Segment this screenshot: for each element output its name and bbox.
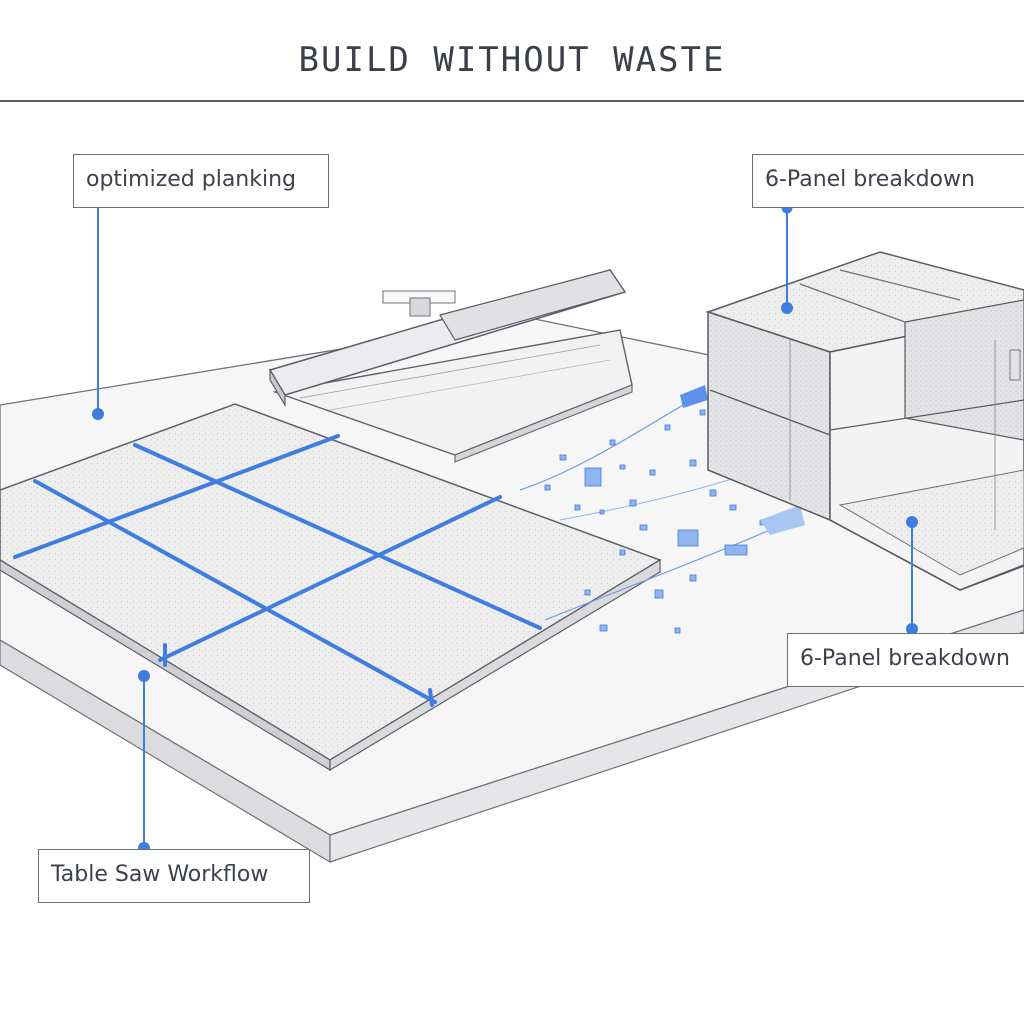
callout-table-saw-workflow: Table Saw Workflow — [38, 849, 310, 903]
cabinet-box — [705, 251, 1024, 591]
callout-optimized-planking: optimized planking — [73, 154, 329, 208]
leader-dot — [92, 408, 104, 420]
cut-lines — [13, 434, 542, 707]
diagram-title: BUILD WITHOUT WASTE — [298, 40, 726, 80]
cut-pieces-flow — [519, 385, 805, 634]
title-divider — [0, 100, 1024, 102]
leader-dot — [781, 302, 793, 314]
plank-sheet — [0, 403, 662, 772]
leader-dot — [138, 670, 150, 682]
leader-dot — [906, 516, 918, 528]
table-saw-fence — [268, 269, 633, 463]
callout-panel-breakdown-top: 6-Panel breakdown — [752, 154, 1024, 208]
callout-panel-breakdown-bottom: 6-Panel breakdown — [787, 633, 1024, 687]
